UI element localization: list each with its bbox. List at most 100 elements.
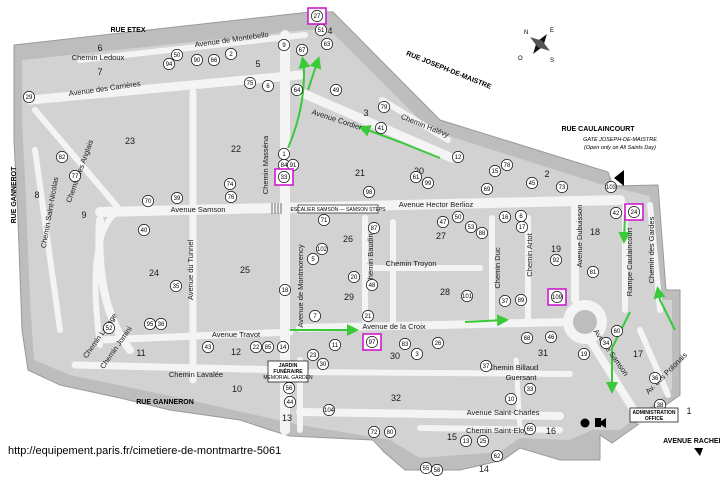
grave-marker[interactable]: 13 [460,435,472,447]
grave-marker[interactable]: 25 [477,435,489,447]
marker-number: 14 [280,345,287,351]
grave-marker[interactable]: 101 [461,290,473,302]
grave-marker[interactable]: 22 [250,341,262,353]
grave-marker[interactable]: 58 [431,464,443,476]
grave-marker[interactable]: 6 [262,80,274,92]
grave-marker[interactable]: 80 [384,426,396,438]
division-number: 29 [344,292,354,302]
grave-marker[interactable]: 90 [191,54,203,66]
grave-marker[interactable]: 62 [491,450,503,462]
grave-marker[interactable]: 81 [587,266,599,278]
grave-marker[interactable]: 53 [465,221,477,233]
grave-marker[interactable]: 72 [368,426,380,438]
grave-marker[interactable]: 3 [411,348,423,360]
grave-marker[interactable]: 42 [610,207,622,219]
grave-marker[interactable]: 47 [437,216,449,228]
grave-marker[interactable]: 67 [296,44,308,56]
grave-marker[interactable]: 98 [363,186,375,198]
grave-marker[interactable]: 85 [262,341,274,353]
grave-marker[interactable]: 78 [501,159,513,171]
grave-marker[interactable]: 66 [208,54,220,66]
grave-marker[interactable]: 92 [550,254,562,266]
grave-marker[interactable]: 52 [103,322,115,334]
grave-marker[interactable]: 40 [138,224,150,236]
grave-marker[interactable]: 104 [323,404,335,416]
grave-marker[interactable]: 56 [283,382,295,394]
grave-marker[interactable]: 37 [499,295,511,307]
grave-marker[interactable]: 83 [399,338,411,350]
grave-marker[interactable]: 76 [225,191,237,203]
grave-marker[interactable]: 82 [56,151,68,163]
grave-marker[interactable]: 20 [348,271,360,283]
grave-marker[interactable]: 1 [278,148,290,160]
grave-marker[interactable]: 19 [578,348,590,360]
division-number: 28 [440,287,450,297]
grave-marker[interactable]: 50 [452,211,464,223]
grave-marker[interactable]: 37 [480,360,492,372]
grave-marker[interactable]: 88 [476,227,488,239]
grave-marker[interactable]: 15 [489,165,501,177]
grave-marker[interactable]: 17 [516,221,528,233]
grave-marker[interactable]: 36 [155,318,167,330]
grave-marker[interactable]: 45 [526,177,538,189]
grave-marker[interactable]: 21 [362,310,374,322]
grave-marker[interactable]: 69 [481,183,493,195]
grave-marker[interactable]: 26 [432,337,444,349]
grave-marker[interactable]: 5 [307,253,319,265]
grave-marker[interactable]: 51 [315,24,327,36]
grave-marker[interactable]: 16 [499,211,511,223]
grave-marker[interactable]: 79 [378,101,390,113]
grave-marker[interactable]: 89 [515,294,527,306]
grave-marker[interactable]: 87 [368,222,380,234]
grave-marker[interactable]: 43 [202,341,214,353]
grave-marker[interactable]: 65 [524,423,536,435]
grave-marker[interactable]: 99 [422,177,434,189]
grave-marker[interactable]: 73 [556,181,568,193]
grave-marker[interactable]: 23 [307,349,319,361]
grave-marker[interactable]: 35 [170,280,182,292]
grave-marker[interactable]: 34 [600,337,612,349]
grave-marker[interactable]: 50 [171,49,183,61]
grave-marker[interactable]: 74 [224,178,236,190]
grave-marker[interactable]: 103 [605,181,617,193]
grave-marker[interactable]: 36 [649,372,661,384]
grave-marker[interactable]: 94 [163,58,175,70]
highlighted-grave-marker[interactable]: 33 [274,168,294,186]
grave-marker[interactable]: 9 [278,39,290,51]
grave-marker[interactable]: 55 [420,462,432,474]
grave-marker[interactable]: 64 [291,84,303,96]
grave-marker[interactable]: 10 [505,393,517,405]
grave-marker[interactable]: 33 [524,383,536,395]
grave-marker[interactable]: 7 [309,310,321,322]
grave-marker[interactable]: 30 [317,358,329,370]
grave-marker[interactable]: 75 [244,77,256,89]
grave-marker[interactable]: 41 [375,122,387,134]
grave-marker[interactable]: 68 [521,332,533,344]
grave-marker[interactable]: 95 [144,318,156,330]
grave-marker[interactable]: 77 [69,170,81,182]
highlighted-grave-marker[interactable]: 24 [624,203,644,221]
grave-marker[interactable]: 71 [318,214,330,226]
grave-marker[interactable]: 39 [171,192,183,204]
grave-marker[interactable]: 6 [515,210,527,222]
grave-marker[interactable]: 60 [611,325,623,337]
grave-marker[interactable]: 46 [545,331,557,343]
grave-marker[interactable]: 29 [23,91,35,103]
grave-marker[interactable]: 61 [410,171,422,183]
highlighted-grave-marker[interactable]: 97 [362,333,382,351]
grave-marker[interactable]: 11 [329,339,341,351]
grave-marker[interactable]: 102 [316,243,328,255]
grave-marker[interactable]: 12 [452,151,464,163]
grave-marker[interactable]: 70 [142,195,154,207]
grave-marker[interactable]: 14 [277,341,289,353]
grave-marker[interactable]: 48 [366,279,378,291]
grave-marker[interactable]: 18 [279,284,291,296]
source-url[interactable]: http://equipement.paris.fr/cimetiere-de-… [8,445,282,457]
grave-marker[interactable]: 44 [284,396,296,408]
highlighted-grave-marker[interactable]: 109 [547,288,567,306]
marker-number: 72 [371,430,378,436]
grave-marker[interactable]: 49 [330,84,342,96]
grave-marker[interactable]: 2 [225,48,237,60]
grave-marker[interactable]: 63 [321,38,333,50]
highlighted-grave-marker[interactable]: 27 [307,7,327,25]
